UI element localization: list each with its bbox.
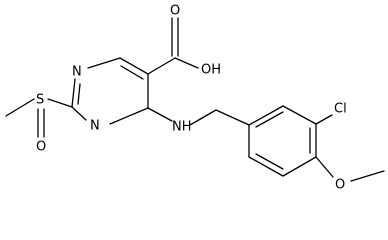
bond-ch2-ar1: [215, 109, 250, 126]
bond-n1-c2: [71, 78, 76, 108]
bond-s-ch3: [5, 98, 35, 117]
bond-c4-nh: [147, 107, 173, 122]
bond-c2-s: [47, 98, 73, 108]
atom-label-o-sulfinyl: O: [36, 140, 46, 155]
bond-ar5-ar6-inner: [255, 153, 284, 170]
atom-label-o-carbonyl: O: [170, 4, 180, 19]
molecule-structure: OH O N N S O NH Cl O: [5, 4, 385, 193]
atom-label-nh: NH: [172, 120, 192, 135]
bond-c5-c6-inner: [120, 65, 144, 80]
bond-ar1-ar2-inner: [255, 111, 284, 128]
bond-c5-ccooh: [147, 57, 176, 75]
bond-o-ch3: [350, 170, 385, 182]
atom-label-s: S: [36, 93, 44, 108]
bond-c6-n1: [87, 57, 121, 69]
atom-label-cl: Cl: [334, 102, 347, 117]
bond-nh-ch2: [189, 109, 217, 126]
bond-ar4-ar5: [282, 156, 317, 177]
bond-c2-n3: [71, 106, 87, 121]
bond-n1-c2-inner: [77, 83, 81, 105]
bond-n3-c4: [109, 107, 149, 125]
atom-label-n-bottom: N: [90, 119, 100, 134]
bond-ccooh-oh: [174, 57, 199, 69]
bond-ar2-ar3: [282, 105, 317, 125]
atom-label-o-methoxy: O: [335, 178, 345, 193]
bond-ar4-o: [315, 156, 334, 178]
bond-ar3-cl: [315, 114, 333, 125]
bond-ar1-ar2: [248, 105, 284, 126]
bond-ar5-ar6: [248, 156, 284, 177]
atom-label-n-top: N: [72, 65, 82, 80]
bond-c5-c6: [119, 57, 149, 75]
atom-label-oh: OH: [201, 63, 221, 78]
